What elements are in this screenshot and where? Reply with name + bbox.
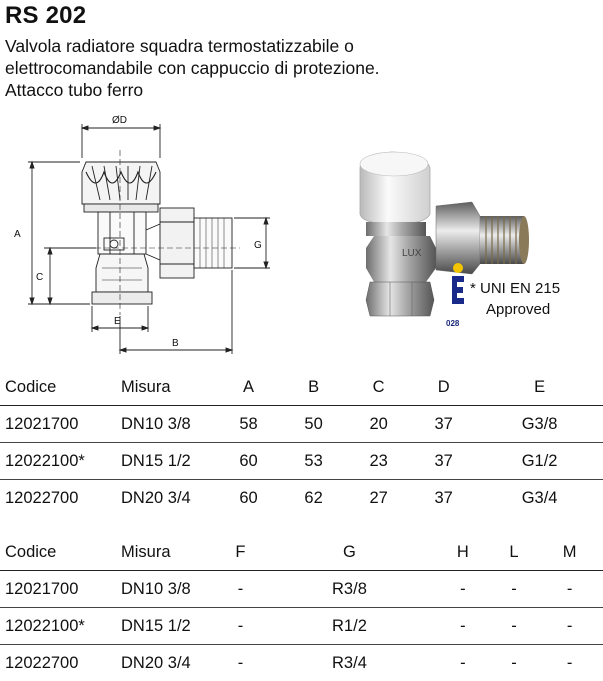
- header-e: E: [476, 369, 603, 406]
- description-line-2: elettrocomandabile con cappuccio di prot…: [5, 57, 565, 79]
- description-line-3: Attacco tubo ferro: [5, 79, 565, 101]
- header-d: D: [411, 369, 476, 406]
- table-header-row: Codice Misura A B C D E: [0, 369, 603, 406]
- cell: R1/2: [265, 608, 434, 645]
- header-a: A: [216, 369, 281, 406]
- cell: 37: [411, 480, 476, 517]
- header-c: C: [346, 369, 411, 406]
- dimensions-table-1: Codice Misura A B C D E 12021700 DN10 3/…: [0, 369, 603, 516]
- cell: -: [536, 571, 603, 608]
- cell: 12022100*: [0, 608, 121, 645]
- cell: 58: [216, 406, 281, 443]
- label-d: ØD: [112, 115, 127, 126]
- cell: -: [216, 571, 265, 608]
- header-h: H: [434, 534, 492, 571]
- certification-number: 028: [446, 319, 459, 328]
- table-row: 12022700 DN20 3/4 60 62 27 37 G3/4: [0, 480, 603, 517]
- cell: -: [434, 571, 492, 608]
- label-e: E: [114, 316, 121, 327]
- header-codice: Codice: [0, 534, 121, 571]
- cell: DN10 3/8: [121, 406, 216, 443]
- cell: 37: [411, 406, 476, 443]
- cell: -: [492, 608, 537, 645]
- cell: DN20 3/4: [121, 480, 216, 517]
- label-b: B: [172, 338, 179, 349]
- cell: -: [216, 608, 265, 645]
- table-header-row: Codice Misura F G H L M: [0, 534, 603, 571]
- header-f: F: [216, 534, 265, 571]
- cell: DN15 1/2: [121, 608, 216, 645]
- technical-drawing: ØD A C G E B: [0, 110, 300, 360]
- cell: G3/8: [476, 406, 603, 443]
- cell: 20: [346, 406, 411, 443]
- cell: 60: [216, 480, 281, 517]
- product-title: RS 202: [5, 2, 86, 30]
- cell: 53: [281, 443, 346, 480]
- label-a: A: [14, 229, 21, 240]
- label-c: C: [36, 272, 43, 283]
- table-row: 12021700 DN10 3/8 - R3/8 - - -: [0, 571, 603, 608]
- certification-logo-icon: [448, 262, 468, 320]
- cell: G3/4: [476, 480, 603, 517]
- cell: 12022100*: [0, 443, 121, 480]
- brand-mark: LUX: [402, 248, 422, 259]
- cell: -: [434, 608, 492, 645]
- cell: R3/8: [265, 571, 434, 608]
- header-g: G: [265, 534, 434, 571]
- certification-status: Approved: [486, 301, 550, 318]
- cell: 12021700: [0, 406, 121, 443]
- cell: 50: [281, 406, 346, 443]
- cell: G1/2: [476, 443, 603, 480]
- dimensions-table-2: Codice Misura F G H L M 12021700 DN10 3/…: [0, 534, 603, 681]
- cell: DN10 3/8: [121, 571, 216, 608]
- table-row: 12022100* DN15 1/2 60 53 23 37 G1/2: [0, 443, 603, 480]
- table-row: 12021700 DN10 3/8 58 50 20 37 G3/8: [0, 406, 603, 443]
- cell: 23: [346, 443, 411, 480]
- cell: DN15 1/2: [121, 443, 216, 480]
- cell: 12022700: [0, 480, 121, 517]
- cell: -: [492, 571, 537, 608]
- header-l: L: [492, 534, 537, 571]
- certification-standard: * UNI EN 215: [470, 280, 560, 297]
- header-codice: Codice: [0, 369, 121, 406]
- cell: -: [536, 608, 603, 645]
- header-m: M: [536, 534, 603, 571]
- label-g: G: [254, 240, 262, 251]
- header-b: B: [281, 369, 346, 406]
- cell: 37: [411, 443, 476, 480]
- cell: 60: [216, 443, 281, 480]
- header-misura: Misura: [121, 534, 216, 571]
- table-row: 12022100* DN15 1/2 - R1/2 - - -: [0, 608, 603, 645]
- product-description: Valvola radiatore squadra termostatizzab…: [5, 35, 565, 101]
- header-misura: Misura: [121, 369, 216, 406]
- description-line-1: Valvola radiatore squadra termostatizzab…: [5, 35, 565, 57]
- cell: 27: [346, 480, 411, 517]
- cell: 62: [281, 480, 346, 517]
- cell: 12021700: [0, 571, 121, 608]
